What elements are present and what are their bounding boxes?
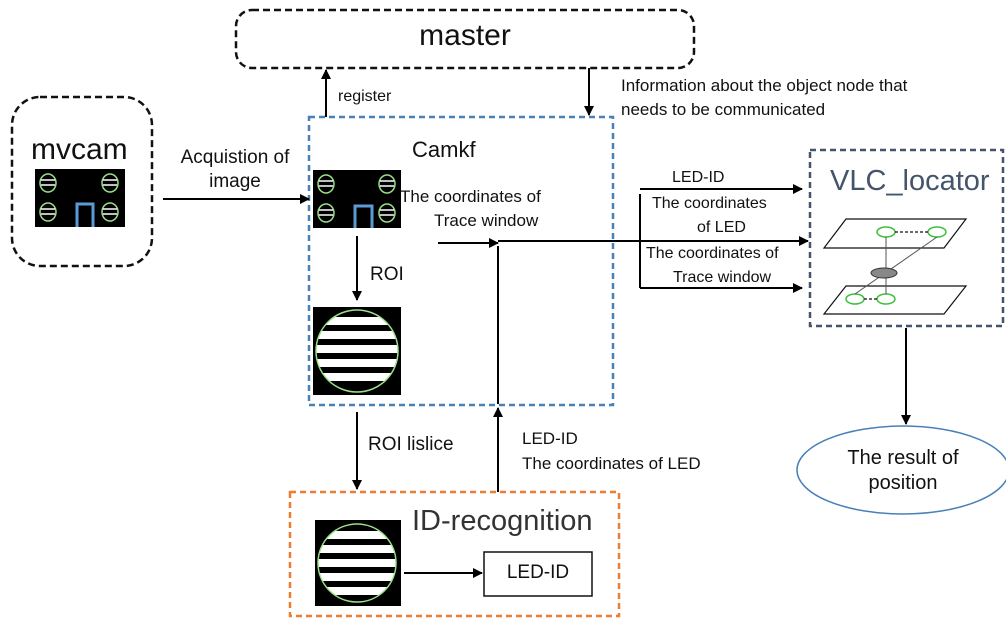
- label-feedback-line-2: The coordinates of LED: [522, 454, 701, 473]
- camkf-box: [307, 115, 615, 407]
- id-recognition-title: ID-recognition: [412, 505, 593, 537]
- label-feedback-line-1: LED-ID: [522, 429, 578, 448]
- led-id-box-label: LED-ID: [506, 562, 570, 583]
- mvcam-title: mvcam: [31, 133, 128, 166]
- label-trace-internal-line-1: The coordinates of: [400, 187, 541, 206]
- label-trace-internal-line-2: Trace window: [434, 211, 539, 230]
- label-acquisition-line-1: Acquistion of: [180, 147, 290, 168]
- label-out-led-coords-line-1: The coordinates: [652, 195, 767, 212]
- camkf-title: Camkf: [412, 137, 476, 162]
- result-ellipse: [796, 425, 1006, 515]
- label-out-trace-line-2: Trace window: [673, 269, 772, 286]
- label-register: register: [338, 88, 392, 105]
- label-acquisition-line-2: image: [209, 171, 261, 192]
- label-roi-lislice: ROI lislice: [368, 434, 454, 455]
- roi-led-image: [313, 307, 401, 395]
- label-out-led-coords-line-2: of LED: [697, 219, 746, 236]
- label-info-line-2: needs to be communicated: [621, 100, 826, 119]
- mvcam-camera-image: [35, 169, 125, 227]
- result-line-2: position: [868, 472, 938, 494]
- vlc-locator-illustration: [822, 218, 968, 315]
- vlc-locator-title: VLC_locator: [830, 165, 990, 197]
- master-title: master: [419, 19, 511, 52]
- label-roi: ROI: [370, 264, 404, 285]
- label-info-line-1: Information about the object node that: [621, 76, 908, 95]
- label-out-led-id: LED-ID: [672, 169, 725, 186]
- master-box: [234, 8, 696, 70]
- id-recognition-box: [288, 490, 621, 618]
- led-id-box: [483, 551, 593, 597]
- result-line-1: The result of: [847, 447, 959, 469]
- vlc-locator-box: [808, 148, 1005, 328]
- label-out-trace-line-1: The coordinates of: [646, 245, 779, 262]
- camkf-camera-image: [313, 170, 401, 228]
- id-led-image: [315, 520, 401, 606]
